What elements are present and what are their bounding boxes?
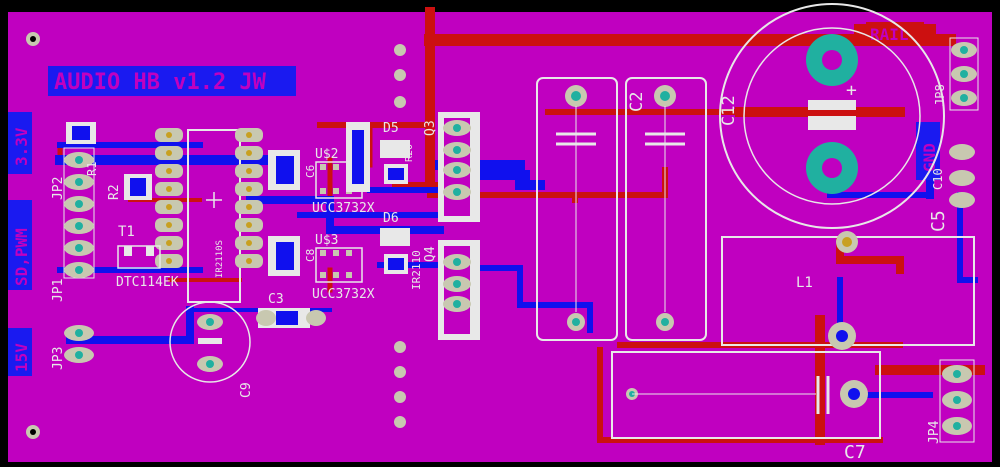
jp3-connector: JP3 [51, 325, 94, 370]
mosfet-q3: Q3 [423, 112, 480, 222]
u2-label: U$2 [315, 147, 338, 162]
jp1-label: JP1 [51, 279, 66, 302]
label-3v3: 3.3V [12, 127, 31, 166]
dtc114ek-label: DTC114EK [116, 275, 179, 290]
ic-u2: C6 U$2 UCC3732X [268, 147, 375, 216]
c5-label: C5 [928, 210, 949, 232]
mosfet-q4: Q4 [423, 240, 480, 340]
jp8-connector: JP8 [933, 37, 979, 111]
capacitor-c10-c5: C10 C5 [928, 144, 975, 232]
r1-resistor: R1 [66, 122, 99, 176]
capacitor-c3: C3 [256, 292, 326, 328]
c3-label: C3 [268, 292, 284, 307]
d6-label: D6 [383, 211, 399, 226]
q3-label: Q3 [423, 120, 438, 136]
capacitor-film-left [536, 77, 618, 341]
label-rail: RAIL [870, 25, 909, 44]
r1-label: R1 [85, 162, 99, 176]
c12-plus: + [846, 80, 857, 101]
u3-label: U$3 [315, 233, 338, 248]
jp4-connector: JP4 [927, 359, 975, 444]
d5-label: D5 [383, 121, 399, 136]
jp4-label: JP4 [927, 420, 942, 444]
capacitor-c7: C7 [611, 351, 881, 463]
c2-label: C2 [627, 92, 647, 112]
capacitor-c12: + C12 [719, 3, 945, 229]
ucc3732x-upper-label: UCC3732X [312, 201, 375, 216]
c7-label: C7 [844, 442, 866, 463]
label-15v: 15V [12, 343, 31, 372]
q4-label: Q4 [423, 246, 438, 262]
t1-label: T1 [118, 224, 135, 240]
jp2-connector: JP2 JP1 [51, 147, 95, 302]
c6-label: C6 [304, 165, 317, 178]
ir2110s-label: IR2110S [215, 240, 225, 278]
l1-label: L1 [796, 275, 813, 291]
c9-label: C9 [239, 382, 254, 398]
diode-d6: D6 IR2110 [380, 211, 423, 290]
ucc3732x-lower-label: UCC3732X [312, 287, 375, 302]
ic-pads-left-column [155, 128, 263, 268]
capacitor-c2: C2 [625, 77, 707, 341]
capacitor-c9: C9 [169, 301, 254, 398]
c10-label: C10 [931, 168, 945, 190]
label-gnd: GND [920, 143, 939, 172]
label-sd-pwm: SD,PWM [12, 228, 31, 286]
ir2110-label: IR2110 [410, 250, 423, 290]
t1-transistor: T1 DTC114EK [116, 224, 179, 290]
jp8-label: JP8 [933, 84, 947, 106]
bottom-silk-labels: AUDIO HB v1.2 JW 3.3V SD,PWM 15V RAIL GN… [8, 22, 940, 376]
r2-resistor: R2 [107, 174, 152, 200]
diode-d5: D5 R20 [346, 121, 415, 192]
ic-u3: C8 U$3 UCC3732X [268, 233, 375, 302]
jp2-label: JP2 [51, 177, 66, 200]
inductor-l1: L1 [721, 231, 975, 350]
board-title: AUDIO HB v1.2 JW [54, 70, 267, 95]
c8-label: C8 [304, 249, 317, 262]
r2-label: R2 [107, 184, 122, 200]
jp3-label: JP3 [51, 347, 66, 370]
mounting-holes [26, 32, 406, 439]
c12-label: C12 [719, 95, 739, 126]
